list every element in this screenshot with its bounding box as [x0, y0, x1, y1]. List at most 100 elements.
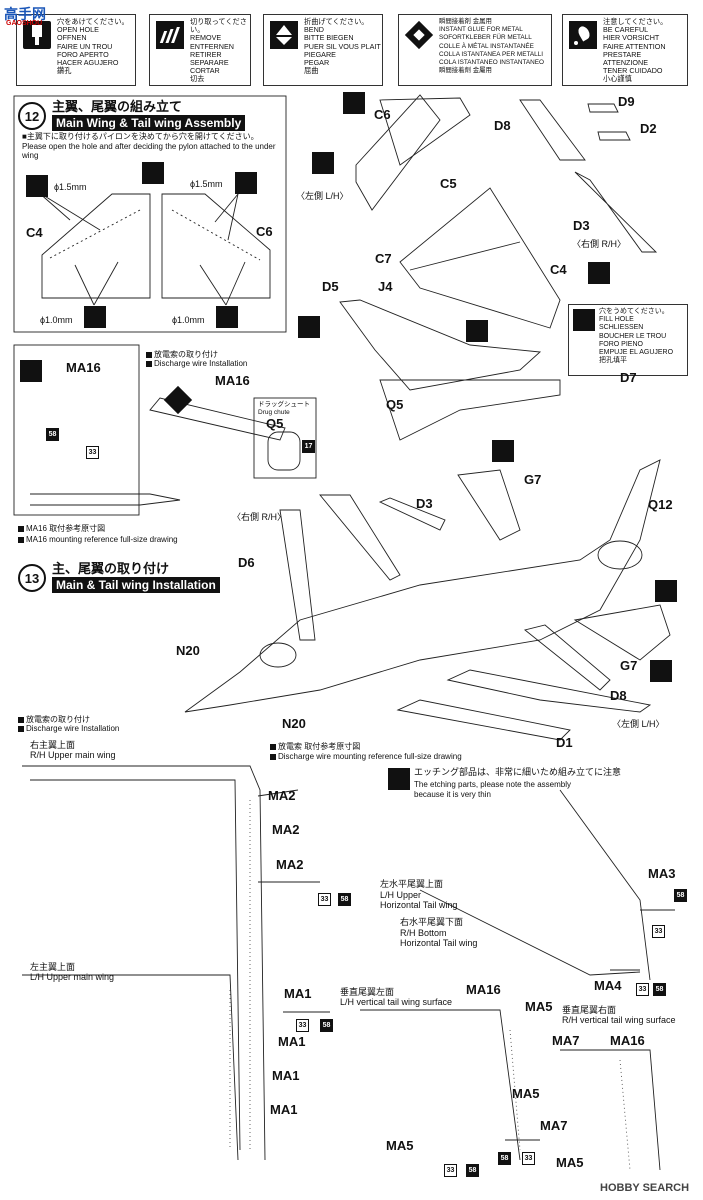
cut-off-icon [156, 21, 184, 49]
careful-icon [569, 21, 597, 49]
drill-hole-icon [26, 175, 48, 197]
drag-chute-en: Drug chute [258, 409, 290, 416]
rh-upper-main-wing-outline [22, 765, 266, 1161]
cut-off-icon [588, 262, 610, 284]
legend-careful: 注意してください。 BE CAREFUL HIER VORSICHT FAIRE… [562, 14, 688, 86]
site-logo-sub: GAOSHOU [6, 20, 43, 27]
etch-part-number: 33 [652, 925, 665, 938]
part-label: MA16 [66, 360, 101, 375]
part-label: MA16 [215, 373, 250, 388]
etch-part-number: 58 [320, 1019, 333, 1032]
part-label: D6 [238, 555, 255, 570]
side-label: 〈右側 R/H〉 [232, 512, 287, 522]
wing-label-en: R/H Upper main wing [30, 750, 116, 760]
part-label: N20 [176, 643, 200, 658]
part-label: D3 [416, 496, 433, 511]
part-label: D2 [640, 121, 657, 136]
tail-outline [559, 789, 651, 981]
etch-part-number: 33 [318, 893, 331, 906]
etch-part-number: 58 [498, 1152, 511, 1165]
c4-wing-left [41, 193, 151, 299]
step-title-jp: 主翼、尾翼の組み立て [52, 99, 183, 114]
legend-text: 切り取ってください。 REMOVE ENTFERNEN RETIRER SEPA… [190, 17, 247, 84]
legend-bend: 折曲げてください。 BEND BITTE BIEGEN PUER SIL VOU… [263, 14, 383, 86]
discharge-subhead: 放電索の取り付け [18, 715, 90, 724]
part-label: D1 [556, 735, 573, 750]
c4-wing-upper [399, 187, 561, 329]
cut-off-icon [650, 660, 672, 682]
etch-part-number: 58 [466, 1164, 479, 1177]
part-label: G7 [620, 658, 638, 673]
part-label: D7 [620, 370, 637, 385]
d3-small [378, 497, 446, 531]
wing-label-jp: 右主翼上面 [30, 740, 76, 750]
cut-off-icon [343, 92, 365, 114]
wing-label-en: L/H vertical tail wing surface [340, 997, 453, 1007]
etch-part-number: 33 [522, 1152, 535, 1165]
legend-glue: 瞬間接着剤 金属用 INSTANT GLUE FOR METAL SOFORTK… [398, 14, 552, 86]
etch-part-label: MA5 [512, 1086, 540, 1101]
etch-part-number: 33 [296, 1019, 309, 1032]
diameter-label: ϕ1.0mm [172, 315, 205, 325]
vertical-tail-outline [360, 1009, 521, 1161]
etch-part-number: 58 [653, 983, 666, 996]
engine-nozzle [597, 540, 643, 570]
fill-hole-note: 穴をうめてください。 FILL HOLE SCHLIESSEN BOUCHER … [568, 304, 688, 376]
part-label: C5 [440, 176, 457, 191]
part-label: C4 [26, 225, 43, 240]
etch-note-en: The etching parts, please note the assem… [414, 780, 571, 799]
fill-hole-icon [573, 309, 595, 331]
etch-part-label: MA1 [272, 1068, 300, 1083]
etch-part-number: 58 [338, 893, 351, 906]
etch-part-number: 33 [444, 1164, 457, 1177]
bend-icon [270, 21, 298, 49]
step12-note-en: Please open the hole and after deciding … [22, 142, 276, 160]
wing-label-jp: 左主翼上面 [30, 962, 76, 972]
etch-part-label: MA5 [386, 1138, 414, 1153]
part-label: C7 [375, 251, 392, 266]
wing-label-jp: 右水平尾翼下面 [400, 917, 464, 927]
part-label: G7 [524, 472, 542, 487]
wing-label-en: L/H Upper Horizontal Tail wing [380, 890, 458, 910]
step-title-en: Main & Tail wing Installation [52, 577, 220, 593]
cut-off-icon [492, 440, 514, 462]
part-label: C4 [550, 262, 567, 277]
side-label: 〈左側 L/H〉 [296, 191, 349, 201]
legend-text: 瞬間接着剤 金属用 INSTANT GLUE FOR METAL SOFORTK… [439, 18, 544, 75]
d3-tail [574, 171, 658, 253]
discharge-subhead-en: Discharge wire Installation [18, 724, 119, 733]
etch-note-jp: エッチング部品は、非常に細いため組み立てに注意 [414, 767, 622, 777]
wing-label-en: L/H Upper main wing [30, 972, 115, 982]
d8-tail [519, 99, 586, 161]
cut-off-icon [655, 580, 677, 602]
wing-label-en: R/H vertical tail wing surface [562, 1015, 676, 1025]
legend-text: 注意してください。 BE CAREFUL HIER VORSICHT FAIRE… [603, 17, 668, 84]
side-label: 〈左側 L/H〉 [612, 719, 665, 729]
step-13-heading: 13 主、尾翼の取り付け Main & Tail wing Installati… [18, 562, 220, 594]
step12-detail-panel [13, 95, 287, 333]
drill-hole-icon [23, 21, 51, 49]
d3-wing-lower [319, 494, 401, 581]
part-number-box: 17 [302, 440, 315, 453]
part-label: N20 [282, 716, 306, 731]
part-label: D8 [610, 688, 627, 703]
step-title-en: Main Wing & Tail wing Assembly [52, 115, 246, 131]
etch-part-label: MA16 [610, 1033, 645, 1048]
etch-part-label: MA5 [556, 1155, 584, 1170]
step-title-jp: 主、尾翼の取り付け [52, 561, 170, 576]
ma16-tail-sketch [149, 397, 286, 441]
wing-label-jp: 左水平尾翼上面 [380, 879, 444, 889]
bend-icon [20, 360, 42, 382]
etch-part-label: MA7 [552, 1033, 580, 1048]
diameter-label: ϕ1.5mm [190, 179, 223, 189]
etch-part-label: MA2 [268, 788, 296, 803]
etch-part-label: MA1 [278, 1034, 306, 1049]
d6-wing [279, 509, 316, 641]
d8-wing-lower [446, 669, 652, 713]
hobby-search-logo: HOBBY SEARCH [600, 1182, 690, 1194]
glue-icon [404, 20, 434, 50]
lh-upper-main-wing-outline [22, 974, 239, 1161]
part-label: Q12 [648, 497, 673, 512]
etch-part-label: MA16 [466, 982, 501, 997]
careful-icon [388, 768, 410, 790]
